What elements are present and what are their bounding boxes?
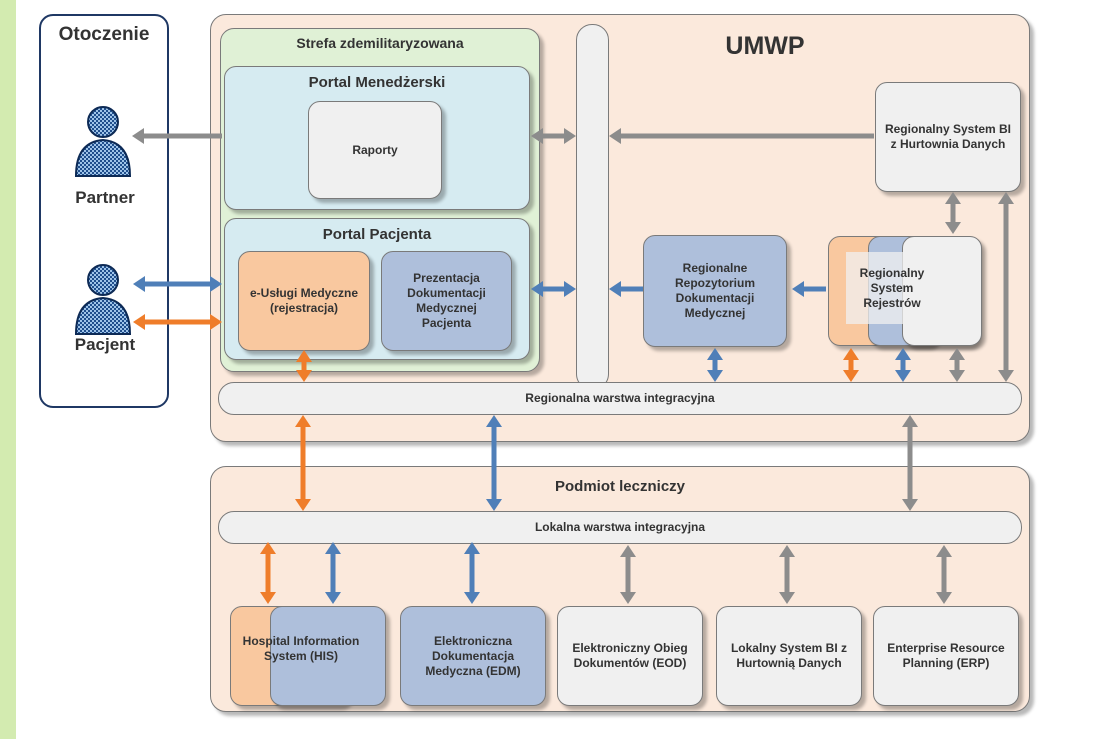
connector-arrow-9 <box>707 348 723 382</box>
eod-node: Elektroniczny Obieg Dokumentów (EOD) <box>557 606 703 706</box>
connector-arrow-2 <box>133 314 222 330</box>
partner-actor-icon <box>74 106 132 177</box>
partner-label: Partner <box>75 188 135 207</box>
connector-arrow-4 <box>609 128 874 144</box>
regionalna-warstwa-label: Regionalna warstwa integracyjna <box>525 391 715 405</box>
edm-node: Elektroniczna Dokumentacja Medyczna (EDM… <box>400 606 546 706</box>
otoczenie-panel <box>39 14 169 408</box>
connector-arrow-7 <box>792 281 826 297</box>
otoczenie-title: Otoczenie <box>58 24 150 45</box>
connector-arrow-15 <box>295 415 311 511</box>
portal-pacjenta-title: Portal Pacjenta <box>322 226 432 243</box>
connector-arrow-3 <box>531 128 576 144</box>
connector-arrow-10 <box>843 348 859 382</box>
raporty-label: Raporty <box>352 142 398 157</box>
lokalny-bi-node: Lokalny System BI z Hurtownią Danych <box>716 606 862 706</box>
lokalna-warstwa-bar: Lokalna warstwa integracyjna <box>218 511 1022 544</box>
dmz-title: Strefa zdemilitaryzowana <box>296 35 464 51</box>
portal-menedzerski-title: Portal Menedżerski <box>308 74 446 91</box>
regionalna-warstwa-bar: Regionalna warstwa integracyjna <box>218 382 1022 415</box>
connector-arrow-6 <box>609 281 643 297</box>
erp-label: Enterprise Resource Planning (ERP) <box>887 641 1005 670</box>
connector-arrow-21 <box>620 545 636 604</box>
connector-arrow-1 <box>133 276 222 292</box>
lokalna-warstwa-label: Lokalna warstwa integracyjna <box>534 520 706 534</box>
e-uslugi-node: e-Usługi Medyczne (rejestracja) <box>238 251 370 351</box>
connector-arrow-18 <box>260 542 276 604</box>
his-label: Hospital Information System (HIS) <box>242 634 360 663</box>
his-node <box>270 606 386 706</box>
edm-label: Elektroniczna Dokumentacja Medyczna (EDM… <box>425 633 521 678</box>
lokalny-bi-label: Lokalny System BI z Hurtownią Danych <box>730 641 848 670</box>
connector-arrow-5 <box>531 281 576 297</box>
connector-arrow-23 <box>936 545 952 604</box>
e-uslugi-label: e-Usługi Medyczne (rejestracja) <box>249 286 359 315</box>
erp-node: Enterprise Resource Planning (ERP) <box>873 606 1019 706</box>
connector-arrow-0 <box>132 128 222 144</box>
connector-arrow-14 <box>945 192 961 234</box>
pacjent-label: Pacjent <box>74 335 136 354</box>
podmiot-title: Podmiot leczniczy <box>554 478 686 495</box>
regionalny-bi-label: Regionalny System BI z Hurtownia Danych <box>884 122 1012 151</box>
regionalny-rejestrow-label: Regionalny System Rejestrów <box>846 252 938 324</box>
connector-arrow-13 <box>998 192 1014 382</box>
connector-arrow-17 <box>902 415 918 511</box>
connector-arrow-19 <box>325 542 341 604</box>
raporty-node: Raporty <box>308 101 442 199</box>
pacjent-actor-icon <box>74 264 132 335</box>
connector-arrow-16 <box>486 415 502 511</box>
connector-arrow-11 <box>895 348 911 382</box>
regionalne-repozytorium-node: Regionalne Repozytorium Dokumentacji Med… <box>643 235 787 347</box>
regionalny-bi-node: Regionalny System BI z Hurtownia Danych <box>875 82 1021 192</box>
eod-label: Elektroniczny Obieg Dokumentów (EOD) <box>572 641 688 670</box>
connector-arrow-20 <box>464 542 480 604</box>
umwp-title: UMWP <box>725 32 805 60</box>
connector-arrow-8 <box>296 350 312 382</box>
connector-arrow-22 <box>779 545 795 604</box>
connector-arrow-12 <box>949 348 965 382</box>
prezentacja-label: Prezentacja Dokumentacji Medycznej Pacje… <box>407 271 486 330</box>
prezentacja-node: Prezentacja Dokumentacji Medycznej Pacje… <box>381 251 512 351</box>
regionalne-repozytorium-label: Regionalne Repozytorium Dokumentacji Med… <box>674 261 755 320</box>
vertical-integration-bus <box>576 24 609 390</box>
